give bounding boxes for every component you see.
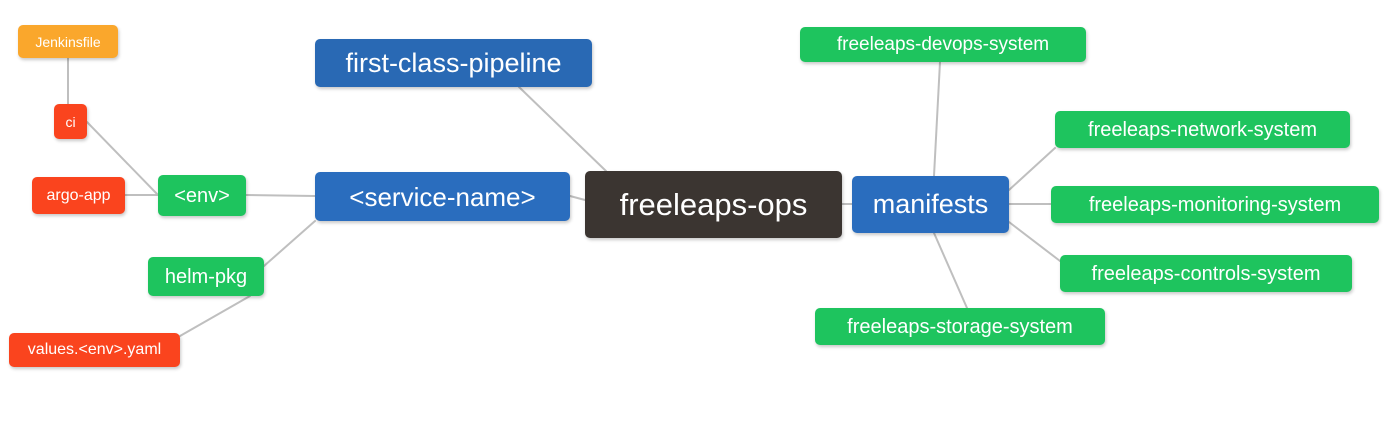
mindmap-node-label: ci — [65, 113, 76, 130]
mindmap-node-manifests[interactable]: manifests — [852, 176, 1009, 233]
mindmap-node-freeleaps-ops[interactable]: freeleaps-ops — [585, 171, 842, 238]
edge-manifests-to-freeleaps-storage-system — [933, 232, 968, 309]
mindmap-node-label: argo-app — [46, 186, 111, 204]
mindmap-node-service-name[interactable]: <service-name> — [315, 172, 570, 221]
mindmap-node-freeleaps-storage-system[interactable]: freeleaps-storage-system — [815, 308, 1105, 345]
mindmap-node-label: <service-name> — [349, 181, 536, 212]
mindmap-node-label: <env> — [174, 184, 230, 207]
edge-service-name-to-freeleaps-ops — [569, 195, 586, 201]
mindmap-node-freeleaps-devops-system[interactable]: freeleaps-devops-system — [800, 27, 1086, 62]
edge-manifests-to-freeleaps-controls-system — [1008, 221, 1061, 262]
mindmap-node-ci[interactable]: ci — [54, 104, 87, 139]
mindmap-node-freeleaps-monitoring-system[interactable]: freeleaps-monitoring-system — [1051, 186, 1379, 223]
mindmap-node-env[interactable]: <env> — [158, 175, 246, 216]
edge-env-to-service-name — [245, 194, 316, 197]
mindmap-node-label: freeleaps-controls-system — [1091, 262, 1321, 285]
edge-manifests-to-freeleaps-devops-system — [933, 61, 941, 177]
mindmap-node-jenkinsfile[interactable]: Jenkinsfile — [18, 25, 118, 58]
mindmap-node-label: freeleaps-devops-system — [836, 34, 1050, 55]
mindmap-node-freeleaps-network-system[interactable]: freeleaps-network-system — [1055, 111, 1350, 148]
edge-first-class-pipeline-to-freeleaps-ops — [518, 86, 607, 172]
mindmap-node-label: freeleaps-monitoring-system — [1088, 193, 1342, 216]
mindmap-node-label: helm-pkg — [164, 265, 248, 288]
edge-values-yaml-to-helm-pkg — [179, 295, 251, 337]
edge-manifests-to-freeleaps-network-system — [1008, 147, 1056, 191]
mindmap-node-argo-app[interactable]: argo-app — [32, 177, 125, 214]
mindmap-node-first-class-pipeline[interactable]: first-class-pipeline — [315, 39, 592, 87]
mindmap-node-label: freeleaps-ops — [619, 187, 808, 222]
mindmap-node-label: first-class-pipeline — [345, 47, 562, 78]
mindmap-node-label: freeleaps-storage-system — [847, 315, 1073, 338]
mindmap-node-label: Jenkinsfile — [35, 33, 101, 50]
mindmap-node-label: values.<env>.yaml — [27, 341, 162, 358]
mindmap-node-label: manifests — [872, 189, 989, 219]
mindmap-node-label: freeleaps-network-system — [1088, 118, 1317, 141]
edge-helm-pkg-to-service-name — [263, 220, 316, 267]
mindmap-node-values-yaml[interactable]: values.<env>.yaml — [9, 333, 180, 367]
mindmap-node-freeleaps-controls-system[interactable]: freeleaps-controls-system — [1060, 255, 1352, 292]
mindmap-node-helm-pkg[interactable]: helm-pkg — [148, 257, 264, 296]
